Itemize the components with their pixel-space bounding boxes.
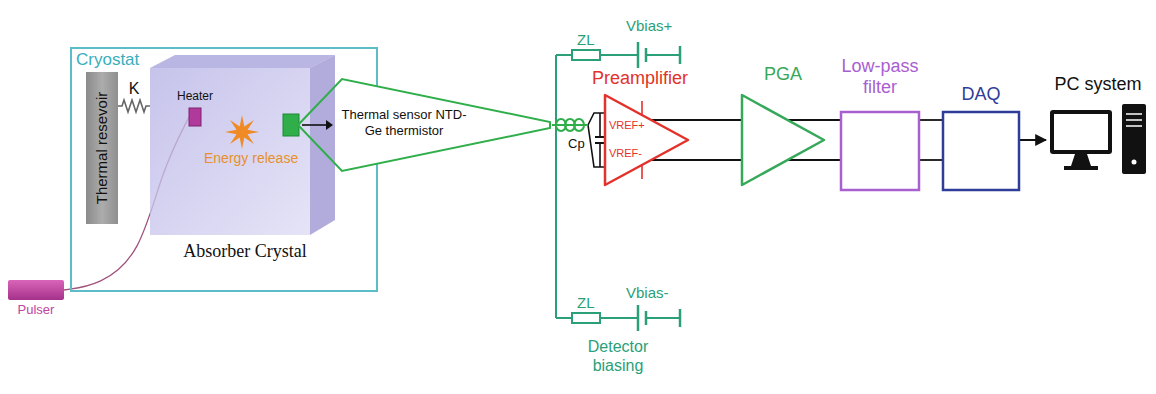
connector-line	[920, 119, 942, 121]
ground-symbol	[679, 309, 682, 327]
component-label: ZL	[577, 31, 595, 48]
thermal-sensor: Thermal sensor NTD-Ge thermistor	[296, 77, 552, 173]
bias-wire	[646, 317, 680, 319]
capacitor-symbol	[599, 143, 601, 167]
pulser: Pulser	[6, 280, 66, 322]
bias-wire	[600, 317, 638, 319]
node-label: PC system	[1046, 74, 1150, 95]
connector	[118, 100, 150, 112]
bias-wire	[646, 54, 680, 56]
input-wire	[588, 113, 605, 125]
node-label: Cryostat	[76, 50, 139, 70]
connector-line	[118, 100, 150, 112]
cryostat-box: CryostatThermal resevoirAbsorber Crystal…	[70, 47, 378, 292]
connector-line	[788, 159, 840, 161]
node-label: Pulser	[6, 303, 66, 318]
low-pass-filter: Low-pass filter	[840, 56, 920, 192]
pga: PGA	[738, 62, 828, 190]
connector	[920, 120, 942, 160]
connector-line	[1020, 139, 1046, 141]
daq: DAQ	[942, 84, 1020, 192]
connector-line	[920, 159, 942, 161]
connector-line	[651, 159, 742, 161]
section-label: Detector biasing	[576, 337, 660, 375]
event-label: Energy release	[204, 150, 298, 166]
connector-line	[651, 119, 742, 121]
node-label: Absorber Crystal	[150, 241, 340, 262]
pin-label: VREF-	[609, 147, 642, 160]
thermal-reservoir: Thermal resevoir	[86, 72, 118, 224]
bias-wire	[555, 55, 557, 318]
node-label: Low-pass filter	[840, 56, 920, 98]
bias-wire	[600, 54, 638, 56]
node-label: Thermal sensor NTD-Ge thermistor	[334, 107, 474, 139]
connector	[1020, 140, 1046, 141]
node-label: PGA	[738, 64, 828, 85]
node-label: Heater	[176, 90, 214, 104]
supply-label: Vbias+	[626, 17, 672, 34]
node-label: Preamplifier	[588, 68, 692, 89]
connector	[552, 125, 588, 126]
input-wire	[588, 125, 605, 167]
battery-symbol	[637, 42, 640, 68]
component-label: ZL	[577, 294, 595, 311]
connector-line	[788, 119, 840, 121]
ground-symbol	[679, 46, 682, 64]
bias-wire	[556, 54, 572, 56]
supply-label: Vbias-	[626, 284, 669, 301]
edge-label: K	[127, 80, 142, 98]
connector-line	[552, 124, 588, 126]
node-label: DAQ	[942, 84, 1020, 105]
pin-label: VREF+	[609, 119, 645, 132]
pc-system: PC system	[1046, 74, 1150, 178]
capacitor-symbol	[595, 136, 605, 138]
bias-wire	[556, 317, 572, 319]
resistor-symbol	[572, 50, 600, 60]
capacitor-symbol	[599, 113, 601, 137]
resistor-symbol	[572, 313, 600, 323]
component-label: Cp	[568, 137, 585, 152]
low-pass-filter-shape	[840, 56, 920, 192]
node-label: Thermal resevoir	[93, 92, 110, 205]
battery-symbol	[637, 305, 640, 331]
heater: Heater	[176, 90, 214, 130]
